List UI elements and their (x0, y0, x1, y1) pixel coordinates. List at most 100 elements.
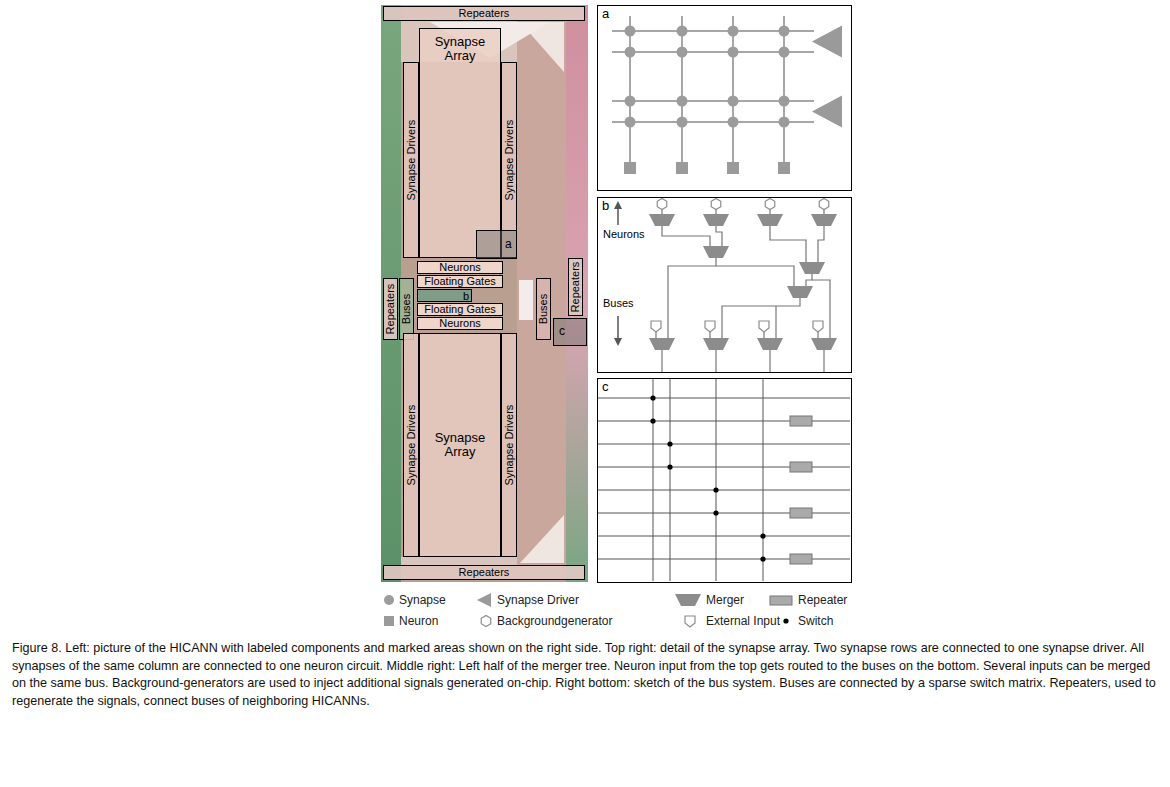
synapse-driver-symbol (812, 96, 842, 128)
legend-symbol (770, 596, 792, 605)
synapse-symbol (728, 26, 739, 37)
block-label: Synapse Drivers (405, 120, 417, 201)
repeater-band: Repeaters (383, 278, 398, 340)
merger-symbol (703, 214, 729, 226)
repeater-band: Repeaters (383, 565, 585, 580)
block-label: Synapse Array (420, 35, 500, 64)
block-label: Synapse Drivers (503, 405, 515, 486)
synapse-array-block: Synapse Array (419, 28, 501, 258)
legend-label: External Input (706, 613, 780, 629)
external-input-symbol (813, 321, 823, 332)
legend-symbol (481, 616, 491, 627)
switch-symbol (713, 487, 718, 492)
marked-area: b (417, 289, 472, 302)
chip-highlight (519, 280, 533, 320)
block-label: Synapse Drivers (405, 405, 417, 486)
legend-symbol (384, 595, 394, 605)
switch-symbol (667, 464, 672, 469)
synapse-symbol (625, 47, 636, 58)
detail-panel: bNeuronsBuses (597, 197, 852, 373)
bus-line (598, 536, 850, 537)
external-input-symbol (685, 616, 695, 627)
legend-label: Switch (798, 613, 833, 629)
block-label: Synapse Drivers (503, 120, 515, 201)
block-label: Floating Gates (424, 303, 496, 315)
synapse-symbol (728, 117, 739, 128)
legend-label: Synapse (399, 592, 446, 608)
chip-edge (566, 5, 588, 582)
synapse-driver-block: Synapse Drivers (403, 333, 419, 557)
arrow-head (614, 201, 622, 209)
merger-wire (661, 350, 662, 372)
merger-wire (770, 226, 806, 262)
repeater-band: Repeaters (383, 6, 585, 21)
merger-wire (715, 350, 716, 372)
switch-symbol (760, 556, 765, 561)
merger-symbol (703, 338, 729, 350)
block-label: Neurons (439, 261, 481, 273)
floating-gate-block: Floating Gates (417, 275, 503, 288)
external-input-symbol (759, 321, 769, 332)
neuron-symbol (624, 162, 636, 174)
background-generator-symbol (657, 199, 667, 210)
repeater-symbol (790, 508, 812, 518)
block-label: Neurons (439, 317, 481, 329)
bus-line (598, 444, 850, 445)
legend-symbol (384, 616, 394, 626)
synapse-symbol (625, 96, 636, 107)
merger-wire (716, 258, 794, 286)
panel-letter: b (602, 199, 609, 213)
panel-letter: a (505, 238, 512, 251)
merger-wire (806, 274, 812, 286)
bus-system (598, 379, 850, 581)
floating-gate-block: Floating Gates (417, 303, 503, 316)
merger-symbol (757, 214, 783, 226)
merger-symbol (811, 214, 837, 226)
merger-wire (818, 226, 824, 262)
synapse-symbol (677, 117, 688, 128)
legend-label: Repeater (798, 592, 847, 608)
neuron-wire (629, 16, 631, 163)
external-input-symbol (705, 321, 715, 332)
block-label: Buses (537, 294, 549, 325)
merger-symbol (675, 594, 701, 606)
repeater-band: Repeaters (568, 258, 583, 316)
background-generator-symbol (481, 616, 491, 627)
synapse-driver-symbol (477, 593, 491, 607)
synapse-symbol (779, 26, 790, 37)
repeater-symbol (770, 596, 792, 605)
panel-letter: a (602, 7, 609, 21)
merger-symbol (649, 338, 675, 350)
merger-wire (769, 350, 770, 372)
chip-region (517, 21, 566, 565)
synapse-driver-block: Synapse Drivers (501, 62, 517, 258)
marked-area: a (476, 230, 517, 259)
background-generator-symbol (765, 199, 775, 210)
bus-line (716, 379, 717, 581)
synapse-symbol (625, 117, 636, 128)
legend-label: Backgroundgenerator (497, 613, 612, 629)
bus-line (763, 379, 764, 581)
neuron-symbol (384, 616, 394, 626)
synapse-array-detail (612, 16, 842, 174)
legend-label: Neuron (399, 613, 438, 629)
repeater-symbol (790, 462, 812, 472)
marked-area: c (553, 318, 587, 346)
neuron-block: Neurons (417, 261, 503, 274)
merger-symbol (703, 246, 729, 258)
synapse-symbol (779, 96, 790, 107)
neuron-wire (732, 16, 734, 163)
detail-panel: a (597, 5, 852, 191)
chip-edge (381, 5, 401, 582)
synapse-symbol (728, 47, 739, 58)
switch-symbol (667, 441, 672, 446)
bus-line (598, 398, 850, 399)
block-label: Repeaters (459, 566, 510, 578)
merger-wire (716, 226, 722, 246)
legend-symbol (675, 594, 701, 606)
bus-line (670, 379, 671, 581)
synapse-symbol (728, 96, 739, 107)
synapse-symbol (677, 26, 688, 37)
merger-tree (614, 199, 837, 373)
legend-symbol (685, 616, 695, 627)
